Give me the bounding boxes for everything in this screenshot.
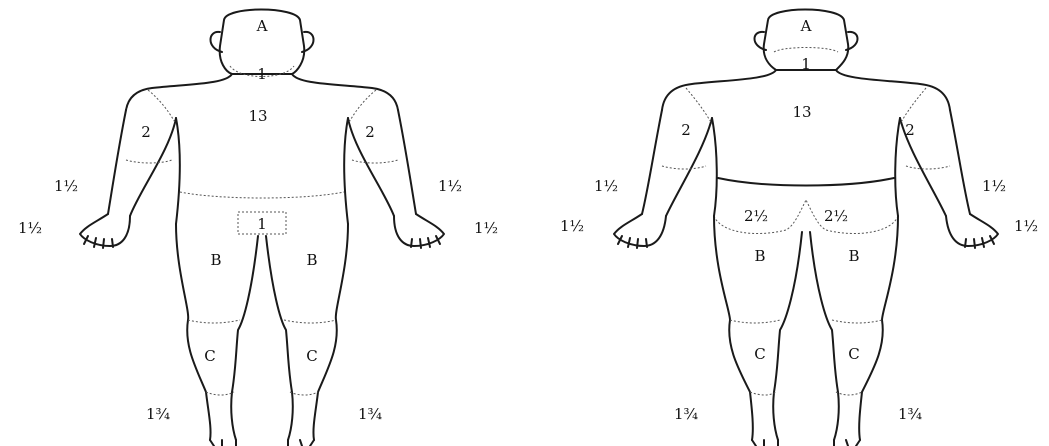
back-hand-left-label: 1½ [560, 217, 584, 235]
back-trunk-label: 13 [792, 103, 811, 121]
back-foot-left-label: 1¾ [674, 405, 698, 423]
back-buttock-right-label: 2½ [824, 207, 848, 225]
back-hand-right-label: 1½ [1014, 217, 1038, 235]
front-leg-left-label: C [204, 347, 215, 365]
front-upper-arm-left-label: 2 [141, 123, 151, 141]
front-neck-label: 1 [257, 65, 267, 83]
back-upper-arm-right-label: 2 [905, 121, 915, 139]
back-head-label: A [801, 17, 812, 35]
back-foot-right-label: 1¾ [898, 405, 922, 423]
back-body-figure [524, 0, 1049, 446]
back-leg-right-label: C [848, 345, 859, 363]
front-upper-arm-right-label: 2 [365, 123, 375, 141]
back-forearm-left-label: 1½ [594, 177, 618, 195]
front-leg-right-label: C [306, 347, 317, 365]
front-genitals-label: 1 [257, 215, 267, 233]
front-trunk-label: 13 [248, 107, 267, 125]
back-forearm-right-label: 1½ [982, 177, 1006, 195]
front-hand-left-label: 1½ [18, 219, 42, 237]
front-head-label: A [257, 17, 268, 35]
front-thigh-right-label: B [306, 251, 317, 269]
front-foot-right-label: 1¾ [358, 405, 382, 423]
front-thigh-left-label: B [210, 251, 221, 269]
front-hand-right-label: 1½ [474, 219, 498, 237]
front-forearm-right-label: 1½ [438, 177, 462, 195]
front-foot-left-label: 1¾ [146, 405, 170, 423]
back-thigh-left-label: B [754, 247, 765, 265]
back-upper-arm-left-label: 2 [681, 121, 691, 139]
back-buttock-left-label: 2½ [744, 207, 768, 225]
front-forearm-left-label: 1½ [54, 177, 78, 195]
back-neck-label: 1 [801, 55, 811, 73]
back-thigh-right-label: B [848, 247, 859, 265]
back-leg-left-label: C [754, 345, 765, 363]
